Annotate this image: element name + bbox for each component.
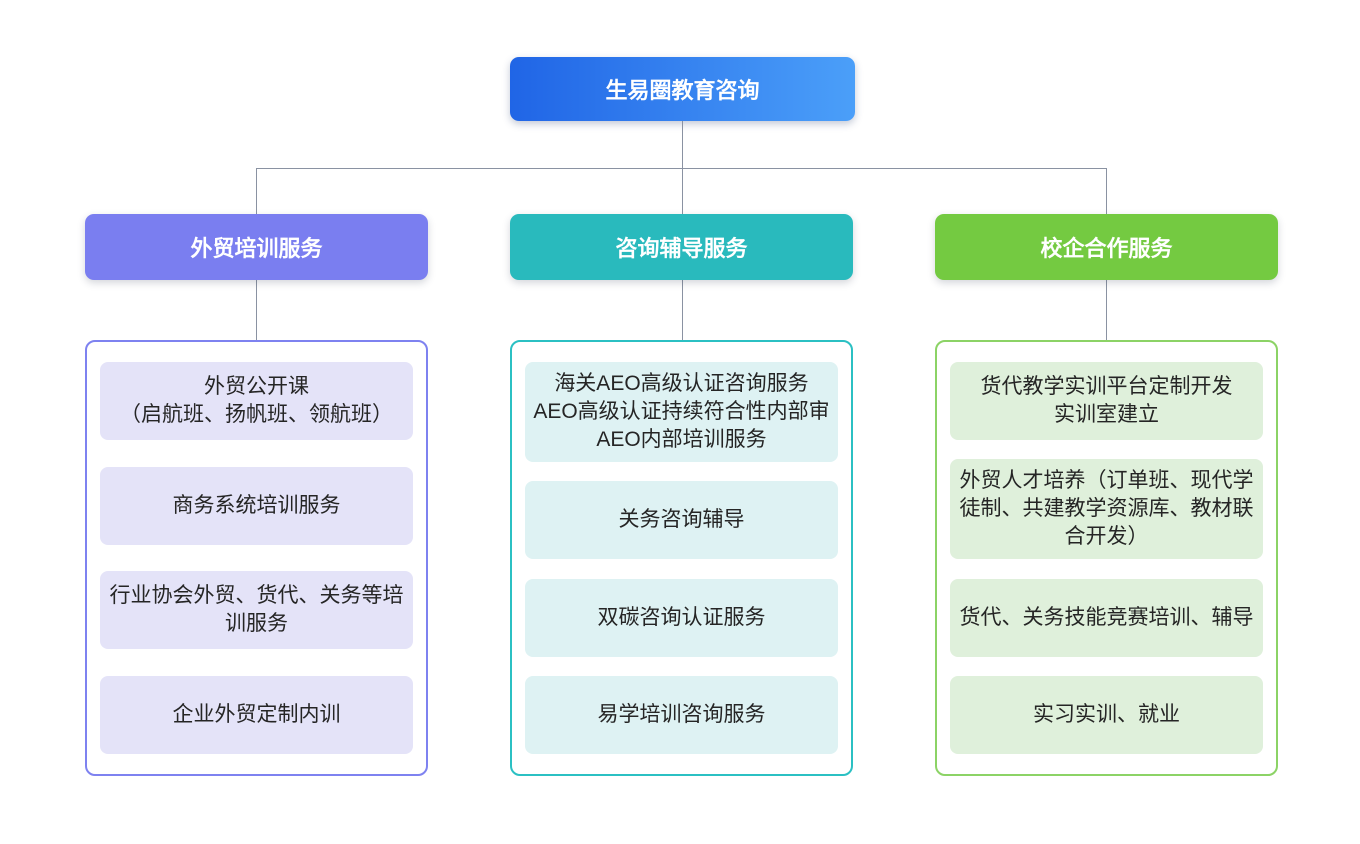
branch-header-label: 校企合作服务	[1040, 236, 1173, 261]
branch-list-trade-training: 外贸公开课 （启航班、扬帆班、领航班） 商务系统培训服务 行业协会外贸、货代、关…	[85, 340, 428, 776]
connector-branch-1-to-list	[256, 280, 257, 340]
branch-item: 企业外贸定制内训	[100, 675, 413, 754]
connector-root-stem	[682, 121, 683, 168]
branch-item: 双碳咨询认证服务	[525, 578, 838, 657]
connector-branch-3-to-list	[1106, 280, 1107, 340]
branch-header-school-enterprise: 校企合作服务	[935, 214, 1278, 280]
branch-item: 货代教学实训平台定制开发 实训室建立	[950, 362, 1263, 440]
branch-item: 商务系统培训服务	[100, 466, 413, 545]
connector-branch-2-to-list	[682, 280, 683, 340]
branch-item: 货代、关务技能竞赛培训、辅导	[950, 578, 1263, 657]
connector-horizontal-bus	[256, 168, 1107, 169]
branch-item: 海关AEO高级认证咨询服务 AEO高级认证持续符合性内部审 AEO内部培训服务	[525, 362, 838, 462]
root-node: 生易圈教育咨询	[510, 57, 855, 121]
branch-list-school-enterprise: 货代教学实训平台定制开发 实训室建立 外贸人才培养（订单班、现代学 徒制、共建教…	[935, 340, 1278, 776]
branch-header-trade-training: 外贸培训服务	[85, 214, 428, 280]
branch-header-consulting: 咨询辅导服务	[510, 214, 853, 280]
branch-list-consulting: 海关AEO高级认证咨询服务 AEO高级认证持续符合性内部审 AEO内部培训服务 …	[510, 340, 853, 776]
branch-item: 实习实训、就业	[950, 675, 1263, 754]
connector-drop-branch-2	[682, 168, 683, 214]
connector-drop-branch-3	[1106, 168, 1107, 214]
connector-drop-branch-1	[256, 168, 257, 214]
branch-item: 外贸公开课 （启航班、扬帆班、领航班）	[100, 362, 413, 440]
branch-item: 行业协会外贸、货代、关务等培 训服务	[100, 571, 413, 650]
root-node-label: 生易圈教育咨询	[605, 78, 760, 103]
branch-header-label: 外贸培训服务	[190, 236, 323, 261]
branch-item: 关务咨询辅导	[525, 481, 838, 560]
branch-header-label: 咨询辅导服务	[615, 236, 748, 261]
branch-item: 易学培训咨询服务	[525, 675, 838, 754]
branch-item: 外贸人才培养（订单班、现代学 徒制、共建教学资源库、教材联 合开发）	[950, 459, 1263, 560]
